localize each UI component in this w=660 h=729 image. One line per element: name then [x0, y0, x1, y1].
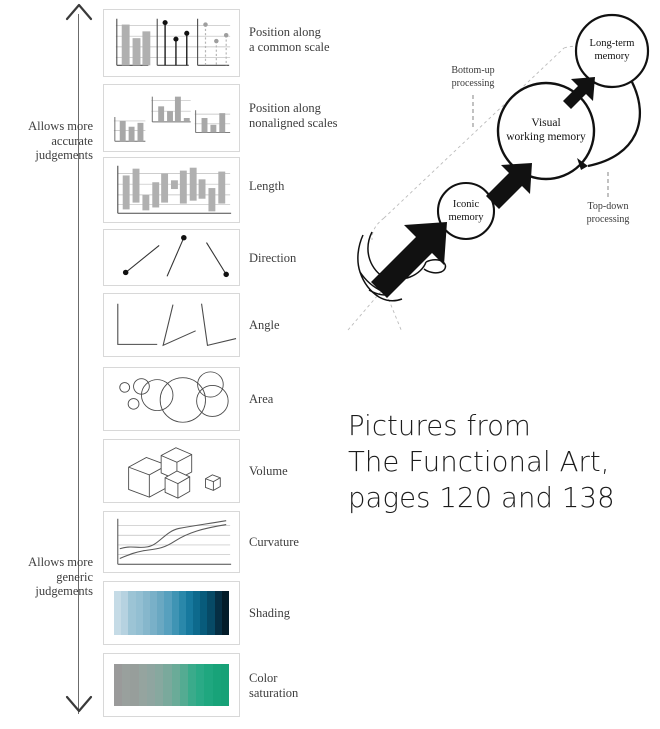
- ladder-row-angle: Angle: [103, 293, 280, 357]
- panel-direction: [103, 229, 240, 286]
- node-label-long-term-memory-line-1: Long-term: [590, 38, 635, 49]
- node-label-iconic-memory-line-2: memory: [449, 212, 485, 223]
- ladder-row-direction: Direction: [103, 229, 296, 286]
- axis-note-generic-line-3: judgements: [35, 584, 93, 598]
- annotation-bottom-up-line-1: Bottom-up: [451, 65, 494, 76]
- ladder-row-position-nonaligned-scales: Position along nonaligned scales: [103, 84, 338, 152]
- axis-note-accurate: Allows more accurate judgements: [21, 119, 93, 163]
- axis-note-generic-line-1: Allows more: [28, 555, 93, 569]
- bottom-up-arrow-1-icon: [371, 222, 447, 298]
- annotation-bottom-up-line-2: processing: [452, 78, 495, 89]
- row-label-line-1: Volume: [249, 464, 288, 478]
- visual-memory-flow-diagram: Iconic memory Visual working memory Long…: [338, 0, 660, 340]
- ladder-row-color-saturation: Color saturation: [103, 653, 298, 717]
- hand-icon: [357, 231, 447, 302]
- node-iconic-memory: [436, 181, 496, 241]
- row-label-line-1: Color: [249, 671, 278, 685]
- row-label-color-saturation: Color saturation: [249, 671, 364, 700]
- row-label-line-2: saturation: [249, 685, 299, 700]
- ladder-row-area: Area: [103, 367, 273, 431]
- feedback-arrowhead-icon: [577, 158, 588, 170]
- row-label-position-common-scale: Position along a common scale: [249, 25, 364, 54]
- row-label-line-1: Shading: [249, 606, 290, 620]
- ladder-row-curvature: Curvature: [103, 511, 299, 573]
- saturation-gradient-strip: [114, 664, 230, 706]
- axis-note-accurate-line-3: judgements: [35, 148, 93, 162]
- figure-caption-line-3: pages 120 and 138: [348, 482, 615, 514]
- row-label-direction: Direction: [249, 251, 364, 266]
- row-label-area: Area: [249, 392, 364, 407]
- panel-area: [103, 367, 240, 431]
- node-long-term-memory: [574, 13, 650, 89]
- row-label-line-2: a common scale: [249, 39, 330, 54]
- perceptual-ranking-ladder: Allows more accurate judgements Allows m…: [21, 2, 338, 717]
- row-label-length: Length: [249, 179, 364, 194]
- row-label-line-1: Position along: [249, 101, 321, 115]
- annotation-top-down-line-2: processing: [587, 214, 630, 225]
- row-label-line-2: nonaligned scales: [249, 115, 338, 130]
- bottom-up-arrow-2-icon: [486, 163, 532, 209]
- axis-note-generic: Allows more generic judgements: [21, 555, 93, 599]
- row-label-shading: Shading: [249, 606, 364, 621]
- row-label-position-nonaligned-scales: Position along nonaligned scales: [249, 101, 364, 130]
- row-label-line-1: Length: [249, 179, 285, 193]
- ranking-axis-line: [78, 14, 79, 714]
- node-label-iconic-memory-line-1: Iconic: [453, 199, 480, 210]
- shading-gradient-strip: [114, 591, 229, 635]
- ladder-row-volume: Volume: [103, 439, 288, 503]
- ladder-row-length: Length: [103, 157, 284, 223]
- annotation-top-down-line-1: Top-down: [588, 201, 629, 212]
- ladder-row-position-common-scale: Position along a common scale: [103, 9, 330, 77]
- panel-volume: [103, 439, 240, 503]
- up-arrow-icon: [63, 2, 95, 22]
- down-arrow-icon: [63, 694, 95, 714]
- panel-position-common-scale: [103, 9, 240, 77]
- row-label-angle: Angle: [249, 318, 364, 333]
- figure-caption-line-1: Pictures from: [348, 410, 531, 442]
- panel-shading: [103, 581, 240, 645]
- row-label-line-1: Angle: [249, 318, 280, 332]
- axis-note-accurate-line-1: Allows more: [28, 119, 93, 133]
- bottom-up-arrow-3-icon: [563, 77, 595, 109]
- figure-caption: Pictures from The Functional Art, pages …: [348, 408, 658, 516]
- panel-curvature: [103, 511, 240, 573]
- node-label-visual-working-memory-line-2: working memory: [506, 131, 586, 143]
- feedback-loop-path: [587, 81, 641, 168]
- panel-angle: [103, 293, 240, 357]
- axis-note-accurate-line-2: accurate: [51, 133, 93, 148]
- node-label-long-term-memory-line-2: memory: [595, 51, 631, 62]
- node-label-visual-working-memory-line-1: Visual: [531, 117, 560, 129]
- row-label-line-1: Area: [249, 392, 274, 406]
- row-label-line-1: Curvature: [249, 535, 299, 549]
- panel-position-nonaligned-scales: [103, 84, 240, 152]
- figure-caption-line-2: The Functional Art,: [348, 446, 610, 478]
- row-label-line-1: Position along: [249, 25, 321, 39]
- row-label-volume: Volume: [249, 464, 364, 479]
- ladder-row-shading: Shading: [103, 581, 290, 645]
- panel-length: [103, 157, 240, 223]
- row-label-line-1: Direction: [249, 251, 297, 265]
- panel-color-saturation: [103, 653, 240, 717]
- row-label-curvature: Curvature: [249, 535, 364, 550]
- axis-note-generic-line-2: generic: [56, 569, 93, 584]
